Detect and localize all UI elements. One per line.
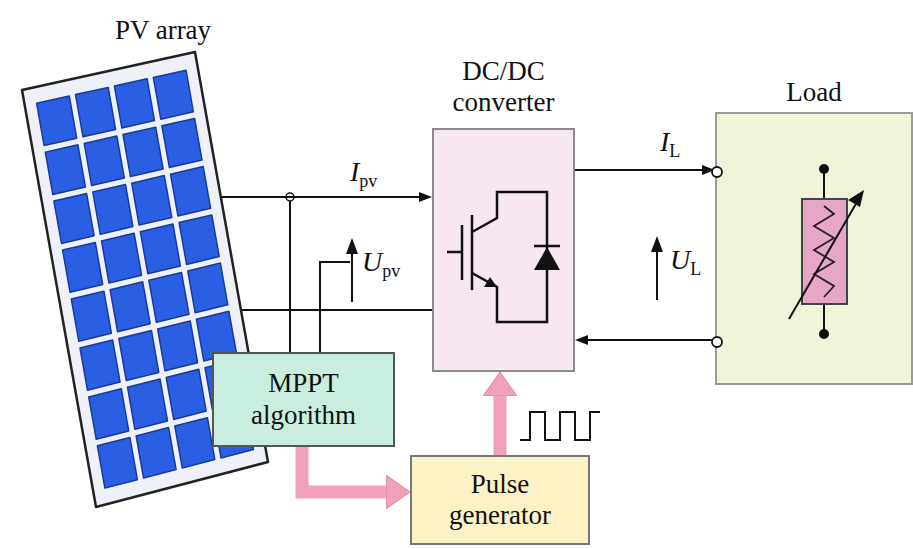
wire: [270, 196, 419, 198]
node-heading: PV array: [63, 15, 263, 46]
node-heading: DC/DC converter: [429, 56, 579, 118]
pv-cell: [119, 330, 159, 380]
load-box: Load: [715, 112, 913, 385]
load-terminal: [712, 167, 722, 177]
signal-subscript: L: [669, 141, 680, 161]
signal-subscript: pv: [359, 171, 377, 191]
pv-cell: [140, 224, 180, 274]
terminal-dot: [819, 164, 829, 174]
node-heading: Load: [754, 77, 874, 108]
pv-cell: [136, 428, 176, 478]
signal-name: IL: [660, 126, 680, 162]
pv-cell: [110, 282, 150, 332]
signal-subscript: pv: [382, 261, 400, 281]
signal-letter: U: [362, 246, 382, 277]
process-box: Pulse generator: [410, 455, 590, 545]
wire-stub: [221, 196, 271, 198]
voltage-arrow-shaft: [351, 252, 353, 302]
variable-resistor-figure: [717, 114, 911, 383]
wire: [270, 309, 432, 311]
wire-stub: [241, 309, 271, 311]
pulse-waveform: [520, 412, 600, 440]
node-label: Pulse generator: [425, 469, 575, 531]
voltage-arrow-head: [651, 236, 663, 252]
pv-cell: [84, 136, 124, 186]
signal-name: Upv: [362, 246, 400, 282]
pv-cell: [45, 145, 85, 195]
signal-name: Ipv: [350, 156, 377, 192]
wire: [588, 339, 715, 341]
pv-cell: [132, 176, 172, 226]
process-box: MPPT algorithm: [212, 352, 395, 447]
pv-cell: [54, 194, 94, 244]
pv-cell: [179, 215, 219, 265]
variable-arrow: [789, 202, 857, 319]
pv-cell: [171, 167, 211, 216]
pv-cell: [76, 87, 116, 136]
pv-cell: [71, 291, 111, 341]
voltage-arrow-head: [346, 238, 358, 254]
pv-cell: [175, 418, 215, 468]
signal-letter: I: [660, 126, 669, 157]
pv-cell: [188, 263, 228, 313]
voltage-arrow-shaft: [656, 250, 658, 300]
emitter-arrow: [484, 277, 497, 287]
diode-symbol: [534, 247, 560, 270]
pv-cell: [114, 79, 154, 128]
resistor-symbol: [802, 199, 847, 304]
pv-cell: [149, 273, 189, 323]
signal-name: UL: [670, 244, 701, 280]
wire: [575, 169, 702, 171]
converter-box: DC/DC converter: [432, 128, 575, 372]
signal-letter: I: [350, 156, 359, 187]
pv-cell: [93, 185, 133, 235]
pv-cell: [63, 242, 103, 292]
pv-cell: [128, 379, 168, 429]
voltage-sense-wire: [320, 262, 350, 352]
pv-cell: [158, 321, 198, 371]
igbt-diode-symbol: [434, 130, 573, 370]
voltage-arrow: [346, 238, 358, 302]
pv-cell: [80, 340, 120, 390]
pv-cell: [162, 118, 202, 167]
pv-cell: [89, 389, 129, 440]
load-terminal: [712, 337, 722, 347]
terminal-dot: [819, 329, 829, 339]
pv-cell: [166, 369, 206, 419]
load-voltage-arrow: [651, 236, 663, 300]
control-arrow: [494, 396, 507, 455]
variable-arrow-head: [848, 190, 864, 207]
pv-cell: [102, 233, 142, 283]
pv-cell: [123, 127, 163, 176]
control-arrow: [302, 447, 386, 492]
signal-subscript: L: [690, 259, 701, 279]
node-label: MPPT algorithm: [229, 368, 379, 430]
pv-cell: [153, 70, 193, 119]
current-sense-wire: [289, 197, 291, 352]
pv-cell: [97, 438, 137, 489]
pv-cell: [37, 96, 77, 146]
sensing-wires: [290, 197, 350, 352]
igbt-symbol: [447, 192, 560, 322]
signal-letter: U: [670, 244, 690, 275]
resistor-zigzag: [814, 206, 834, 297]
